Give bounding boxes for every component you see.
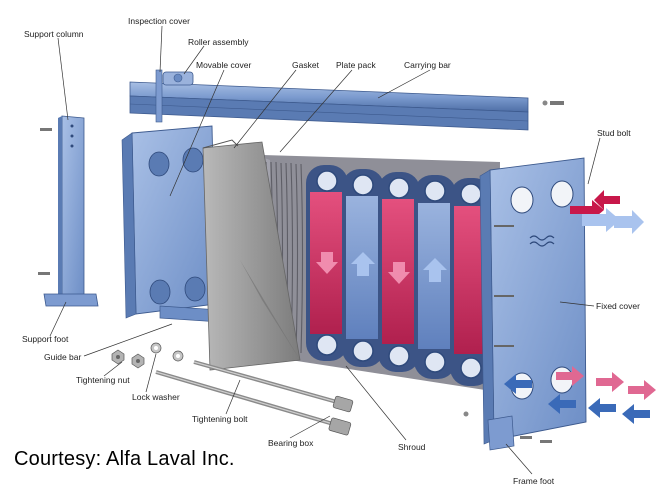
shroud [202,139,301,371]
label-shroud: Shroud [398,442,426,452]
bearing-box [328,395,354,436]
label-tightening-nut: Tightening nut [76,375,130,385]
roller-assembly [162,71,194,86]
tightening-bolt [155,360,345,428]
label-gasket: Gasket [292,60,320,70]
label-guide-bar: Guide bar [44,352,81,362]
label-fixed-cover: Fixed cover [596,301,640,311]
leader-lines [49,25,601,475]
inspection-cover [155,69,163,123]
label-support-foot: Support foot [22,334,69,344]
label-bearing-box: Bearing box [268,438,314,448]
tightening-nut [111,349,145,369]
plate-hot [378,172,420,372]
plate-cold [414,175,456,379]
label-support-column: Support column [24,29,84,39]
label-stud-bolt: Stud bolt [597,128,631,138]
support-column [38,115,99,307]
label-plate-pack: Plate pack [336,60,376,70]
label-inspection-cover: Inspection cover [128,16,190,26]
label-frame-foot: Frame foot [513,476,555,486]
label-roller-assembly: Roller assembly [188,37,249,47]
courtesy-caption: Courtesy: Alfa Laval Inc. [14,448,235,470]
carrying-bar [129,81,564,131]
plate-hot [450,178,492,386]
label-tightening-bolt: Tightening bolt [192,414,248,424]
fixed-cover [479,157,587,451]
cold-fluid-arrows [504,208,650,424]
label-movable-cover: Movable cover [196,60,251,70]
stud-bolt [494,225,514,347]
label-lock-washer: Lock washer [132,392,180,402]
movable-cover [121,125,217,319]
frame-foot [463,411,552,443]
lock-washer [150,342,184,362]
label-carrying-bar: Carrying bar [404,60,451,70]
plate-cold [342,169,384,367]
plate-hot [306,165,348,361]
